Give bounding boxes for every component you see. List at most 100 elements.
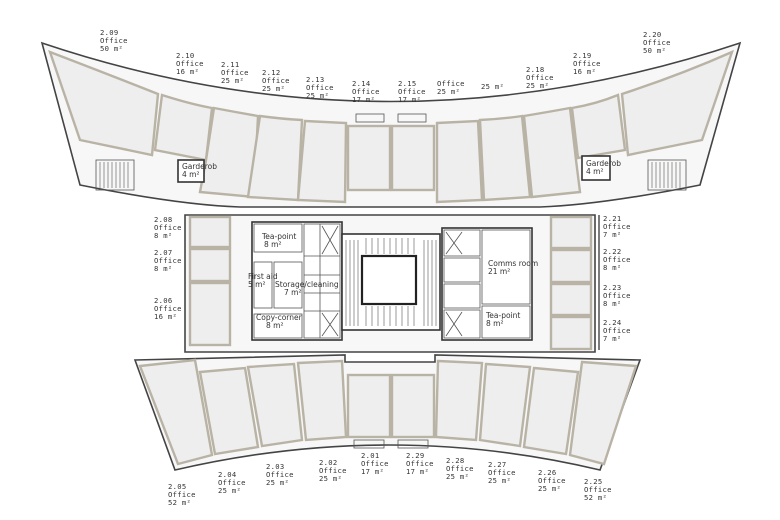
atrium-void [360,254,418,306]
svg-text:25 m²: 25 m² [266,478,289,487]
svg-text:Office: Office [603,255,631,264]
svg-text:Office: Office [603,291,631,300]
room-storage[interactable] [273,261,303,309]
svg-text:8 m²: 8 m² [603,263,622,272]
svg-text:7 m²: 7 m² [603,230,622,239]
svg-text:25 m²: 25 m² [306,91,329,100]
svg-text:2.08: 2.08 [154,215,173,224]
svg-text:Copy-corner: Copy-corner [256,313,303,322]
svg-text:2.14: 2.14 [352,79,371,88]
svg-text:Office: Office [406,459,434,468]
room-2-28[interactable] [434,359,484,442]
room-first-aid[interactable] [253,261,273,309]
svg-text:8 m²: 8 m² [266,321,283,330]
svg-text:Tea-point: Tea-point [261,232,296,241]
svg-text:2.22: 2.22 [603,247,622,256]
svg-text:8 m²: 8 m² [264,240,281,249]
svg-text:2.02: 2.02 [319,458,338,467]
svg-text:7 m²: 7 m² [284,288,301,297]
svg-text:Garderob: Garderob [182,162,217,171]
svg-text:2.05: 2.05 [168,482,187,491]
room-2-18[interactable] [522,106,582,199]
room-2-08[interactable] [188,215,232,249]
svg-text:25 m²: 25 m² [538,484,561,493]
svg-text:Tea-point: Tea-point [485,311,520,320]
svg-text:2.01: 2.01 [361,451,380,460]
svg-text:2.06: 2.06 [154,296,173,305]
room-2-24[interactable] [549,315,593,351]
svg-text:25 m²: 25 m² [481,82,504,91]
room-2-21[interactable] [549,215,593,250]
room-2-17[interactable] [478,114,532,202]
svg-text:2.03: 2.03 [266,462,285,471]
room-2-03[interactable] [246,362,304,448]
room-2-01[interactable] [346,373,392,439]
labels-west: 2.08 Office 8 m² 2.07 Office 8 m² 2.06 O… [154,215,181,321]
svg-text:Office: Office [488,468,516,477]
room-comms[interactable] [481,229,531,305]
svg-text:16 m²: 16 m² [573,67,596,76]
room-2-16[interactable] [435,119,484,204]
svg-text:2.09: 2.09 [100,28,119,37]
labels-east: 2.21 Office 7 m² 2.22 Office 8 m² 2.23 O… [603,214,631,343]
svg-text:Storage/cleaning: Storage/cleaning [275,280,339,289]
svg-text:2.21: 2.21 [603,214,622,223]
svg-text:Comms room: Comms room [488,259,538,268]
svg-text:8 m²: 8 m² [154,264,173,273]
room-garderobe-east[interactable] [581,155,611,181]
svg-text:17 m²: 17 m² [361,467,384,476]
svg-text:Office: Office [538,476,566,485]
room-2-29[interactable] [390,373,436,439]
room-2-11[interactable] [198,106,260,199]
room-2-27[interactable] [478,362,532,448]
svg-text:2.18: 2.18 [526,65,545,74]
room-garderobe-west[interactable] [177,159,205,183]
room-2-15[interactable] [390,124,436,192]
room-2-13[interactable] [296,119,348,204]
svg-text:Office: Office [526,73,554,82]
svg-text:25 m²: 25 m² [526,81,549,90]
svg-text:17 m²: 17 m² [398,95,421,104]
svg-text:Office: Office [319,466,347,475]
svg-text:17 m²: 17 m² [406,467,429,476]
svg-text:21 m²: 21 m² [488,267,510,276]
svg-text:2.11: 2.11 [221,60,240,69]
room-2-26[interactable] [522,366,580,456]
room-2-04[interactable] [198,366,260,456]
svg-text:16 m²: 16 m² [154,312,177,321]
svg-text:2.19: 2.19 [573,51,592,60]
room-2-02[interactable] [296,359,348,442]
svg-text:Office: Office [306,83,334,92]
svg-text:8 m²: 8 m² [486,319,503,328]
svg-text:2.24: 2.24 [603,318,622,327]
svg-text:Garderob: Garderob [586,159,621,168]
room-2-14[interactable] [346,124,392,192]
svg-text:2.20: 2.20 [643,30,662,39]
labels-service: Garderob 4 m² Garderob 4 m² Tea-point 8 … [182,159,621,330]
svg-text:25 m²: 25 m² [262,84,285,93]
labels-north: 2.09 Office 50 m² 2.10 Office 16 m² 2.11… [100,28,670,104]
room-2-20[interactable] [620,49,735,157]
north-wing [40,41,742,208]
svg-text:Office: Office [176,59,204,68]
room-tea-point-west[interactable] [253,223,303,253]
svg-text:8 m²: 8 m² [154,231,173,240]
svg-text:2.26: 2.26 [538,468,557,477]
room-2-06[interactable] [188,281,232,347]
svg-text:2.04: 2.04 [218,470,237,479]
room-copy-corner[interactable] [253,313,303,339]
svg-text:Office: Office [218,478,246,487]
room-2-23[interactable] [549,282,593,317]
svg-text:7 m²: 7 m² [603,334,622,343]
room-tea-point-east[interactable] [481,305,531,339]
room-2-19[interactable] [570,93,627,160]
room-2-25[interactable] [568,360,638,466]
room-2-07[interactable] [188,247,232,283]
room-2-22[interactable] [549,248,593,284]
room-2-05[interactable] [138,358,214,466]
room-2-09[interactable] [48,49,160,157]
svg-text:Office: Office [168,490,196,499]
central-stair-atrium [341,233,441,331]
svg-text:2.27: 2.27 [488,460,507,469]
